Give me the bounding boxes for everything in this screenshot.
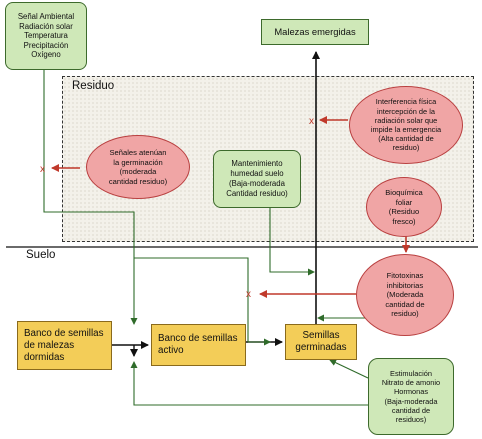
emerged-weeds-box: Malezas emergidas — [261, 19, 369, 45]
fitotoxinas-text: Fitotoxinas inhibitorias (Moderada canti… — [385, 271, 425, 319]
stimulation-line-up — [329, 359, 369, 379]
germinated-seeds-box: Semillas germinadas — [285, 324, 357, 360]
germinated-seeds-text: Semillas germinadas — [295, 330, 347, 353]
senales-text: Señales atenúan la germinación (moderada… — [108, 148, 168, 186]
senales-ellipse: Señales atenúan la germinación (moderada… — [86, 135, 190, 199]
block-mark: x — [309, 116, 314, 127]
env-signal-text: Señal Ambiental Radiación solar Temperat… — [17, 12, 75, 60]
dormant-seedbank-box: Banco de semillas de malezas dormidas — [17, 321, 112, 370]
env-signal-line — [43, 70, 138, 325]
moisture-line — [269, 206, 315, 276]
block-mark: x — [246, 289, 251, 300]
fitotoxinas-ellipse: Fitotoxinas inhibitorias (Moderada canti… — [356, 254, 454, 336]
stimulation-text: Estimulación Nitrato de amonio Hormonas … — [381, 368, 441, 424]
active-seedbank-box: Banco de semillas activo — [151, 324, 246, 366]
residue-label: Residuo — [72, 80, 115, 92]
stimulation-line-left — [130, 361, 368, 406]
emerged-weeds-text: Malezas emergidas — [274, 26, 356, 37]
moisture-box: Mantenimiento humedad suelo (Baja-modera… — [213, 150, 301, 208]
interferencia-text: Interferencia física intercepción de la … — [370, 97, 442, 153]
bioquimica-ellipse: Bioquímica foliar (Residuo fresco) — [366, 177, 442, 237]
bioquimica-text: Bioquímica foliar (Residuo fresco) — [385, 188, 423, 226]
soil-label: Suelo — [26, 249, 56, 261]
moisture-text: Mantenimiento humedad suelo (Baja-modera… — [226, 159, 288, 198]
dormant-seedbank-text: Banco de semillas de malezas dormidas — [24, 327, 104, 363]
env-signal-box: Señal Ambiental Radiación solar Temperat… — [5, 2, 87, 70]
active-seedbank-text: Banco de semillas activo — [158, 333, 238, 356]
block-mark: x — [40, 164, 45, 175]
env-branch-line — [134, 257, 249, 342]
stimulation-box: Estimulación Nitrato de amonio Hormonas … — [368, 358, 454, 435]
interferencia-ellipse: Interferencia física intercepción de la … — [349, 86, 463, 164]
